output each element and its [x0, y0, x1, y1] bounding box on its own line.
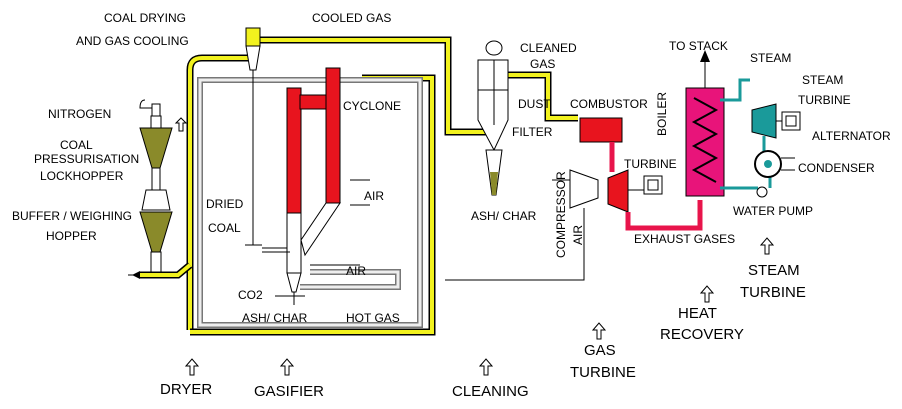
label-coal-drying: COAL DRYING	[104, 11, 186, 25]
label-buffer-weighing: BUFFER / WEIGHING	[12, 209, 132, 223]
label-air-bottom: AIR	[346, 264, 366, 278]
label-combustor: COMBUSTOR	[570, 97, 648, 111]
label-air-gasifier: AIR	[364, 189, 384, 203]
component-labels: COAL DRYING AND GAS COOLING COOLED GAS N…	[12, 11, 891, 325]
stage-heat: HEAT	[678, 305, 717, 322]
label-pressurisation: PRESSURISATION	[34, 152, 139, 166]
gas-turbine-unit	[445, 117, 703, 281]
up-arrow-icon	[478, 358, 494, 376]
stage-arrows	[174, 117, 775, 376]
label-condenser: CONDENSER	[798, 161, 875, 175]
label-air-compressor: AIR	[571, 225, 585, 245]
stage-labels: DRYER GASIFIER CLEANING GAS TURBINE HEAT…	[160, 262, 806, 400]
label-cleaned-gas: GAS	[530, 57, 555, 71]
label-dried-coal: COAL	[208, 221, 241, 235]
label-coal: COAL	[60, 138, 93, 152]
stage-gas: GAS	[584, 342, 616, 359]
label-steam-turbine-1: STEAM	[802, 73, 843, 87]
stage-recovery: RECOVERY	[660, 326, 744, 343]
label-compressor: COMPRESSOR	[554, 171, 568, 258]
label-cleaned: CLEANED	[520, 41, 577, 55]
label-exhaust-gases: EXHAUST GASES	[634, 232, 735, 246]
stage-gas-turbine: TURBINE	[570, 364, 636, 381]
coal-hopper-train	[128, 99, 173, 279]
up-arrow-icon	[759, 237, 775, 255]
stage-steam-turbine: TURBINE	[740, 284, 806, 301]
label-ash-char-filter: ASH/ CHAR	[471, 209, 537, 223]
up-arrow-icon	[591, 322, 607, 340]
label-co2: CO2	[238, 288, 263, 302]
label-lockhopper: LOCKHOPPER	[40, 169, 124, 183]
label-water-pump: WATER PUMP	[733, 204, 813, 218]
heat-recovery-boiler	[685, 50, 772, 197]
label-boiler: BOILER	[655, 92, 669, 136]
steam-cycle-unit	[751, 103, 801, 198]
label-dried: DRIED	[206, 197, 244, 211]
coal-drying-cyclone	[245, 27, 262, 246]
label-hot-gas: HOT GAS	[346, 311, 400, 325]
stage-dryer: DRYER	[160, 381, 212, 398]
dust-filter-unit	[477, 40, 509, 196]
label-cooled-gas: COOLED GAS	[312, 11, 391, 25]
label-ash-char-gasifier: ASH/ CHAR	[242, 311, 308, 325]
label-steam-turbine-2: TURBINE	[798, 93, 851, 107]
up-arrow-icon	[279, 358, 295, 376]
label-to-stack: TO STACK	[669, 39, 728, 53]
stage-gasifier: GASIFIER	[254, 383, 324, 400]
yellow-gas-pipes	[140, 36, 578, 336]
label-steam: STEAM	[750, 51, 791, 65]
label-hopper: HOPPER	[46, 229, 97, 243]
stage-steam: STEAM	[748, 262, 800, 279]
label-dust: DUST	[518, 97, 551, 111]
up-arrow-icon	[699, 285, 715, 303]
label-cyclone: CYCLONE	[343, 99, 401, 113]
gasifier-housing	[197, 77, 423, 328]
stage-cleaning: CLEANING	[452, 383, 529, 400]
up-arrow-icon	[184, 358, 200, 376]
label-nitrogen: NITROGEN	[48, 107, 111, 121]
label-turbine: TURBINE	[624, 157, 677, 171]
label-filter: FILTER	[512, 125, 553, 139]
up-arrow-icon	[174, 117, 188, 132]
label-alternator: ALTERNATOR	[812, 129, 891, 143]
gasifier-unit	[262, 67, 370, 305]
label-gas-cooling: AND GAS COOLING	[76, 34, 189, 48]
